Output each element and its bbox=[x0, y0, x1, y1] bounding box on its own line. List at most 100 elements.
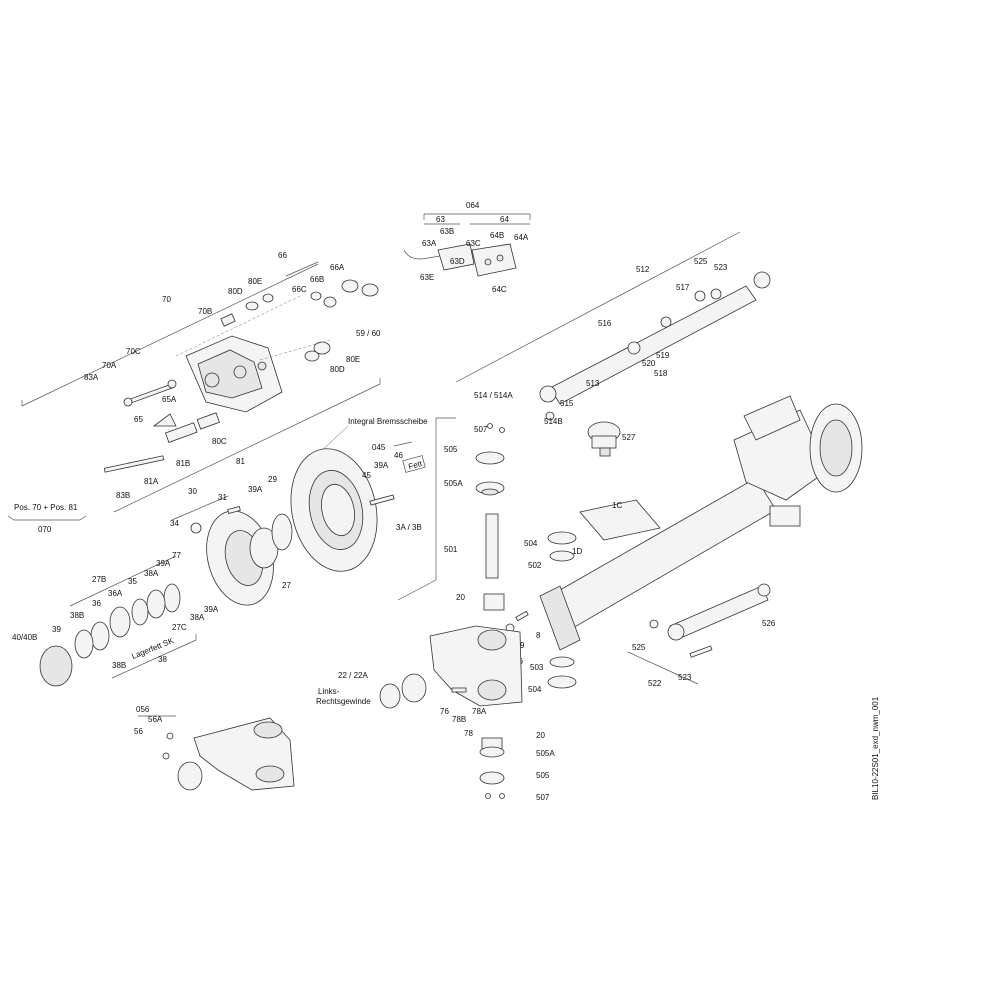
callout-36: 36 bbox=[92, 599, 101, 608]
callout-rechtsgewinde: Rechtsgewinde bbox=[316, 697, 371, 706]
callout-507-b: 507 bbox=[536, 793, 550, 802]
callout-64: 64 bbox=[500, 215, 509, 224]
steering-knuckle bbox=[379, 625, 523, 709]
callout-63A: 63A bbox=[422, 239, 437, 248]
callout-59-60: 59 / 60 bbox=[356, 329, 381, 338]
wheel-hub-group bbox=[39, 495, 293, 687]
callout-045: 045 bbox=[372, 443, 386, 452]
callout-64A: 64A bbox=[514, 233, 529, 242]
callout-39A: 39A bbox=[374, 461, 389, 470]
callout-502: 502 bbox=[528, 561, 542, 570]
callout-505-b: 505 bbox=[536, 771, 550, 780]
brake-pad-group bbox=[403, 213, 531, 277]
callout-519: 519 bbox=[656, 351, 670, 360]
callout-516: 516 bbox=[598, 319, 612, 328]
wear-sensor-cable bbox=[403, 249, 441, 260]
callout-505A-b: 505A bbox=[536, 749, 555, 758]
callout-76: 76 bbox=[440, 707, 449, 716]
callout-pos-70-81: Pos. 70 + Pos. 81 bbox=[14, 503, 78, 512]
callout-513: 513 bbox=[586, 379, 600, 388]
callout-64C: 64C bbox=[492, 285, 507, 294]
callout-78B: 78B bbox=[452, 715, 466, 724]
callout-514B: 514B bbox=[544, 417, 563, 426]
caliper-group bbox=[21, 261, 381, 513]
callout-80E-b: 80E bbox=[346, 355, 360, 364]
sensor-527 bbox=[587, 421, 621, 457]
callout-63B: 63B bbox=[440, 227, 454, 236]
callout-56A: 56A bbox=[148, 715, 163, 724]
steering-arm-group bbox=[138, 715, 295, 791]
callout-070: 070 bbox=[38, 525, 52, 534]
callout-8: 8 bbox=[536, 631, 541, 640]
callout-78: 78 bbox=[464, 729, 473, 738]
brake-pad-63-shape bbox=[437, 243, 475, 271]
callout-504: 504 bbox=[524, 539, 538, 548]
brake-pad-64-shape bbox=[471, 243, 517, 277]
kingpin-group bbox=[397, 417, 577, 799]
callout-503: 503 bbox=[530, 663, 544, 672]
callout-integral-bremsscheibe: Integral Bremsscheibe bbox=[348, 417, 428, 426]
callout-527: 527 bbox=[622, 433, 636, 442]
callout-056: 056 bbox=[136, 705, 150, 714]
callout-80E: 80E bbox=[248, 277, 262, 286]
callout-81B: 81B bbox=[176, 459, 190, 468]
callout-77: 77 bbox=[172, 551, 181, 560]
callout-links: Links- bbox=[318, 687, 340, 696]
pos-bracket bbox=[7, 515, 87, 521]
callout-64B: 64B bbox=[490, 231, 504, 240]
callout-70B: 70B bbox=[198, 307, 212, 316]
callout-504-b: 504 bbox=[528, 685, 542, 694]
tie-rod-tube bbox=[549, 285, 757, 405]
callout-522: 522 bbox=[648, 679, 662, 688]
callout-525: 525 bbox=[694, 257, 708, 266]
brake-disc bbox=[290, 425, 413, 572]
callout-30: 30 bbox=[188, 487, 197, 496]
callout-lagerfett-sk: Lagerfett SK bbox=[130, 636, 175, 661]
callout-27B: 27B bbox=[92, 575, 106, 584]
callout-064: 064 bbox=[466, 201, 480, 210]
callout-22-22A: 22 / 22A bbox=[338, 671, 368, 680]
callout-20: 20 bbox=[456, 593, 465, 602]
callout-507: 507 bbox=[474, 425, 488, 434]
callout-40-40B: 40/40B bbox=[12, 633, 37, 642]
callout-515: 515 bbox=[560, 399, 574, 408]
callout-27C: 27C bbox=[172, 623, 187, 632]
callout-39A-b: 39A bbox=[248, 485, 263, 494]
callout-38: 38 bbox=[158, 655, 167, 664]
callout-505A: 505A bbox=[444, 479, 463, 488]
callout-518: 518 bbox=[654, 369, 668, 378]
callout-512: 512 bbox=[636, 265, 650, 274]
callout-34: 34 bbox=[170, 519, 179, 528]
callout-46: 46 bbox=[394, 451, 403, 460]
callout-66C: 66C bbox=[292, 285, 307, 294]
callout-38B-b: 38B bbox=[112, 661, 126, 670]
callout-65: 65 bbox=[134, 415, 143, 424]
callout-29: 29 bbox=[268, 475, 277, 484]
callout-66A: 66A bbox=[330, 263, 345, 272]
callout-525-b: 525 bbox=[632, 643, 646, 652]
callout-1D: 1D bbox=[572, 547, 582, 556]
callout-70C: 70C bbox=[126, 347, 141, 356]
shock-absorber bbox=[627, 583, 771, 685]
callout-80D: 80D bbox=[228, 287, 243, 296]
callout-39: 39 bbox=[52, 625, 61, 634]
callout-505: 505 bbox=[444, 445, 458, 454]
callout-83B: 83B bbox=[116, 491, 130, 500]
callout-66B: 66B bbox=[310, 275, 324, 284]
callout-63E: 63E bbox=[420, 273, 434, 282]
callout-81: 81 bbox=[236, 457, 245, 466]
callout-56: 56 bbox=[134, 727, 143, 736]
callout-38B: 38B bbox=[70, 611, 84, 620]
callout-63C: 63C bbox=[466, 239, 481, 248]
callout-63D: 63D bbox=[450, 257, 465, 266]
callout-523: 523 bbox=[714, 263, 728, 272]
callout-fett: Fett bbox=[407, 459, 423, 471]
callout-526: 526 bbox=[762, 619, 776, 628]
tie-rod-group bbox=[455, 231, 771, 421]
axle-beam bbox=[539, 395, 863, 651]
callout-38A: 38A bbox=[144, 569, 159, 578]
callout-517: 517 bbox=[676, 283, 690, 292]
callout-27: 27 bbox=[282, 581, 291, 590]
